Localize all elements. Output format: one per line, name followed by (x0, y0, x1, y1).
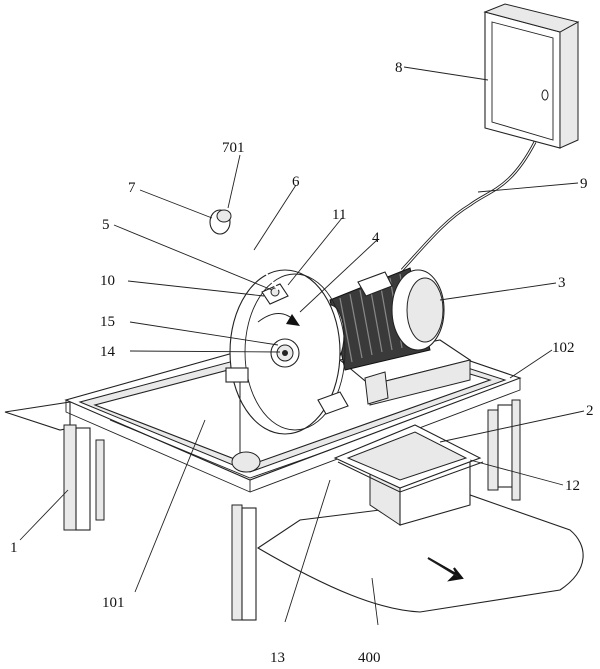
guide-blocks (261, 283, 349, 415)
label-101: 101 (102, 595, 125, 611)
leader-lines (19, 66, 585, 626)
discharge-arrow (427, 557, 464, 582)
cable (400, 141, 537, 272)
label-3: 3 (558, 275, 566, 291)
floor-sheet (4, 401, 584, 613)
label-8: 8 (395, 60, 403, 76)
label-10: 10 (100, 273, 115, 289)
label-7: 7 (128, 180, 136, 196)
label-2: 2 (586, 403, 594, 419)
label-12: 12 (565, 478, 580, 494)
label-701: 701 (222, 140, 245, 156)
label-4: 4 (372, 230, 380, 246)
motor-base (338, 339, 472, 406)
stand-rod (225, 367, 261, 473)
label-5: 5 (102, 217, 110, 233)
label-1: 1 (10, 540, 18, 556)
arm-and-handle (209, 209, 279, 291)
label-13: 13 (270, 650, 285, 666)
label-102: 102 (552, 340, 575, 356)
control-box (483, 3, 580, 149)
label-15: 15 (100, 314, 115, 330)
table-legs (63, 399, 521, 621)
label-6: 6 (292, 174, 300, 190)
reference-labels: 8 9 701 7 6 5 11 4 10 3 15 14 102 2 12 1… (10, 60, 594, 666)
label-14: 14 (100, 344, 116, 360)
label-11: 11 (332, 207, 346, 223)
label-9: 9 (580, 176, 588, 192)
label-400: 400 (358, 650, 381, 666)
